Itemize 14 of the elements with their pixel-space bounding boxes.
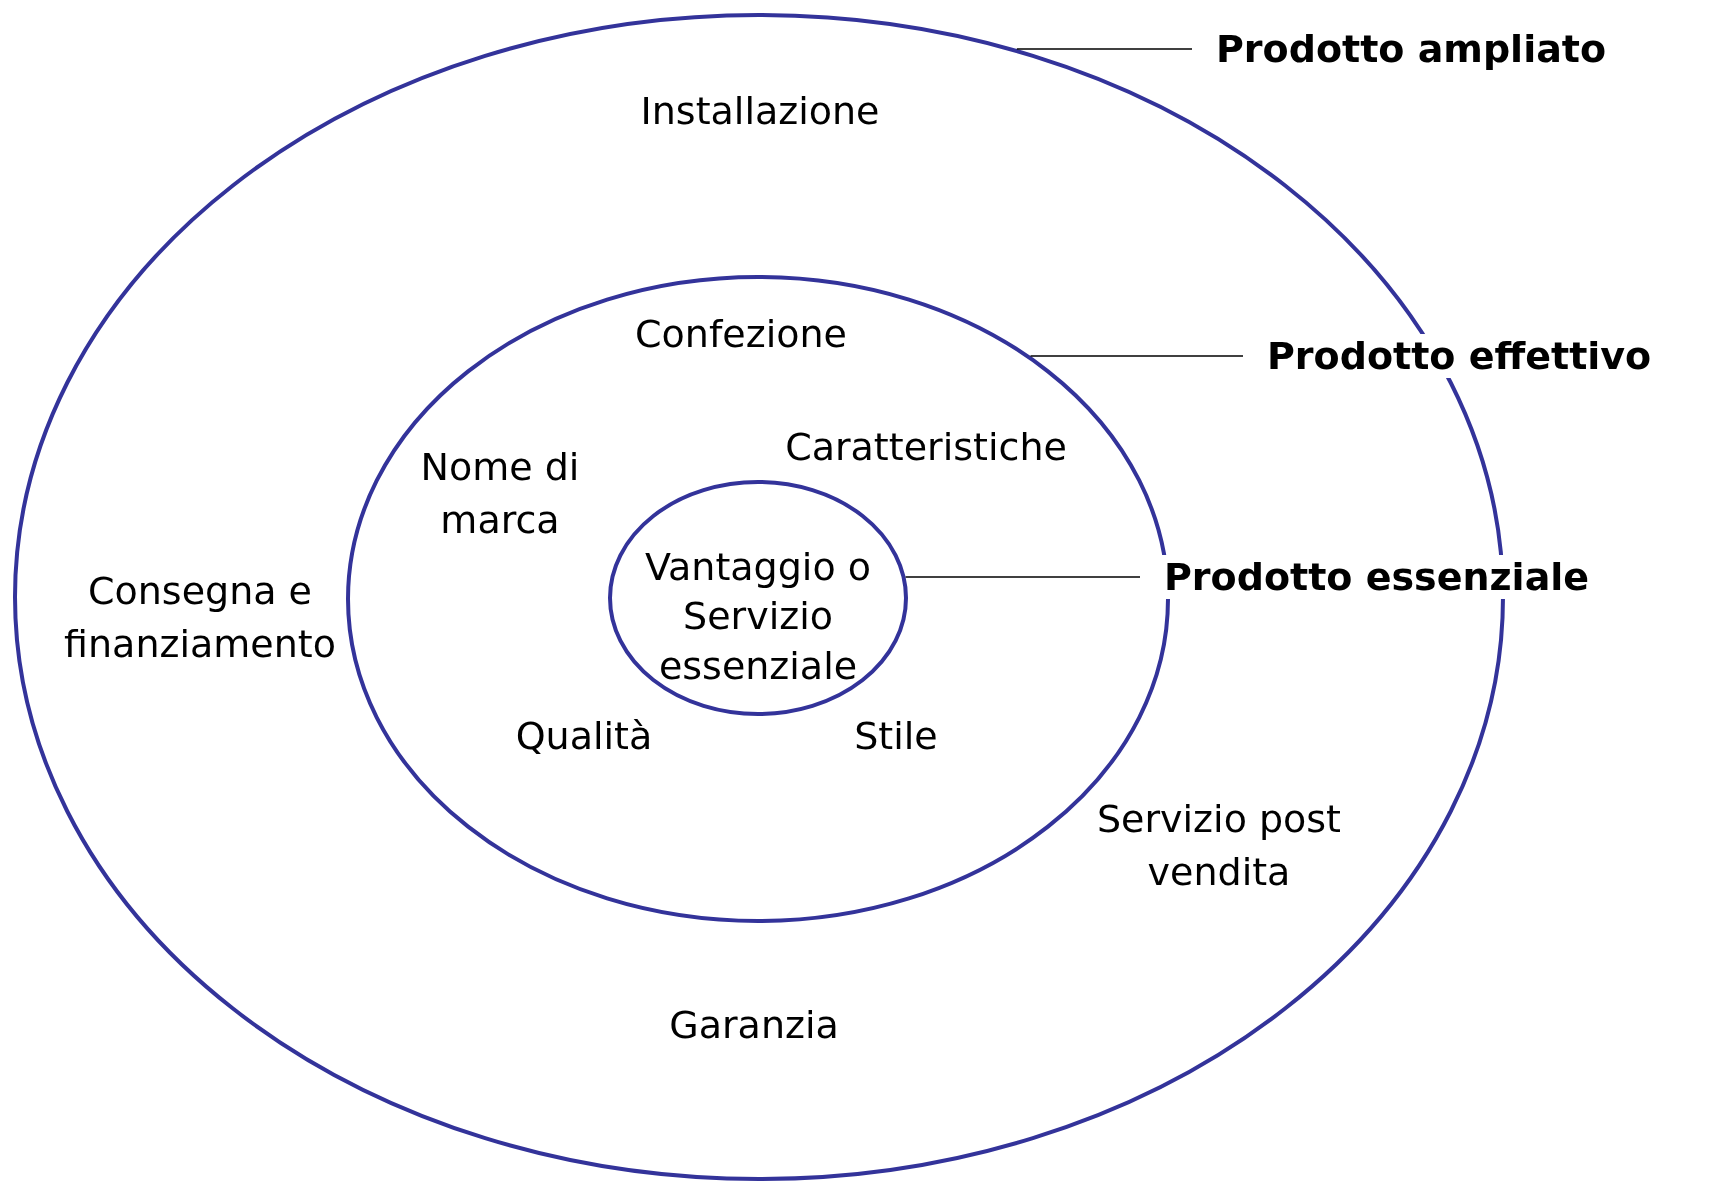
attribute-label: Confezione xyxy=(634,311,848,359)
leader-line xyxy=(1016,48,1193,50)
attribute-label: Nome di marca xyxy=(419,443,581,544)
attribute-label: Installazione xyxy=(639,88,881,136)
ellipse-ring xyxy=(608,480,908,716)
attribute-label: Consegna e finanziamento xyxy=(63,567,337,668)
attribute-label: Servizio post vendita xyxy=(1095,795,1343,896)
leader-line xyxy=(1029,355,1244,357)
ellipse-label: Vantaggio o Servizio essenziale xyxy=(644,543,872,690)
attribute-label: Garanzia xyxy=(668,1002,840,1050)
attribute-label: Qualità xyxy=(514,713,654,761)
attribute-label: Caratteristiche xyxy=(784,424,1068,472)
leader-line xyxy=(904,576,1141,578)
attribute-label: Stile xyxy=(853,713,939,761)
